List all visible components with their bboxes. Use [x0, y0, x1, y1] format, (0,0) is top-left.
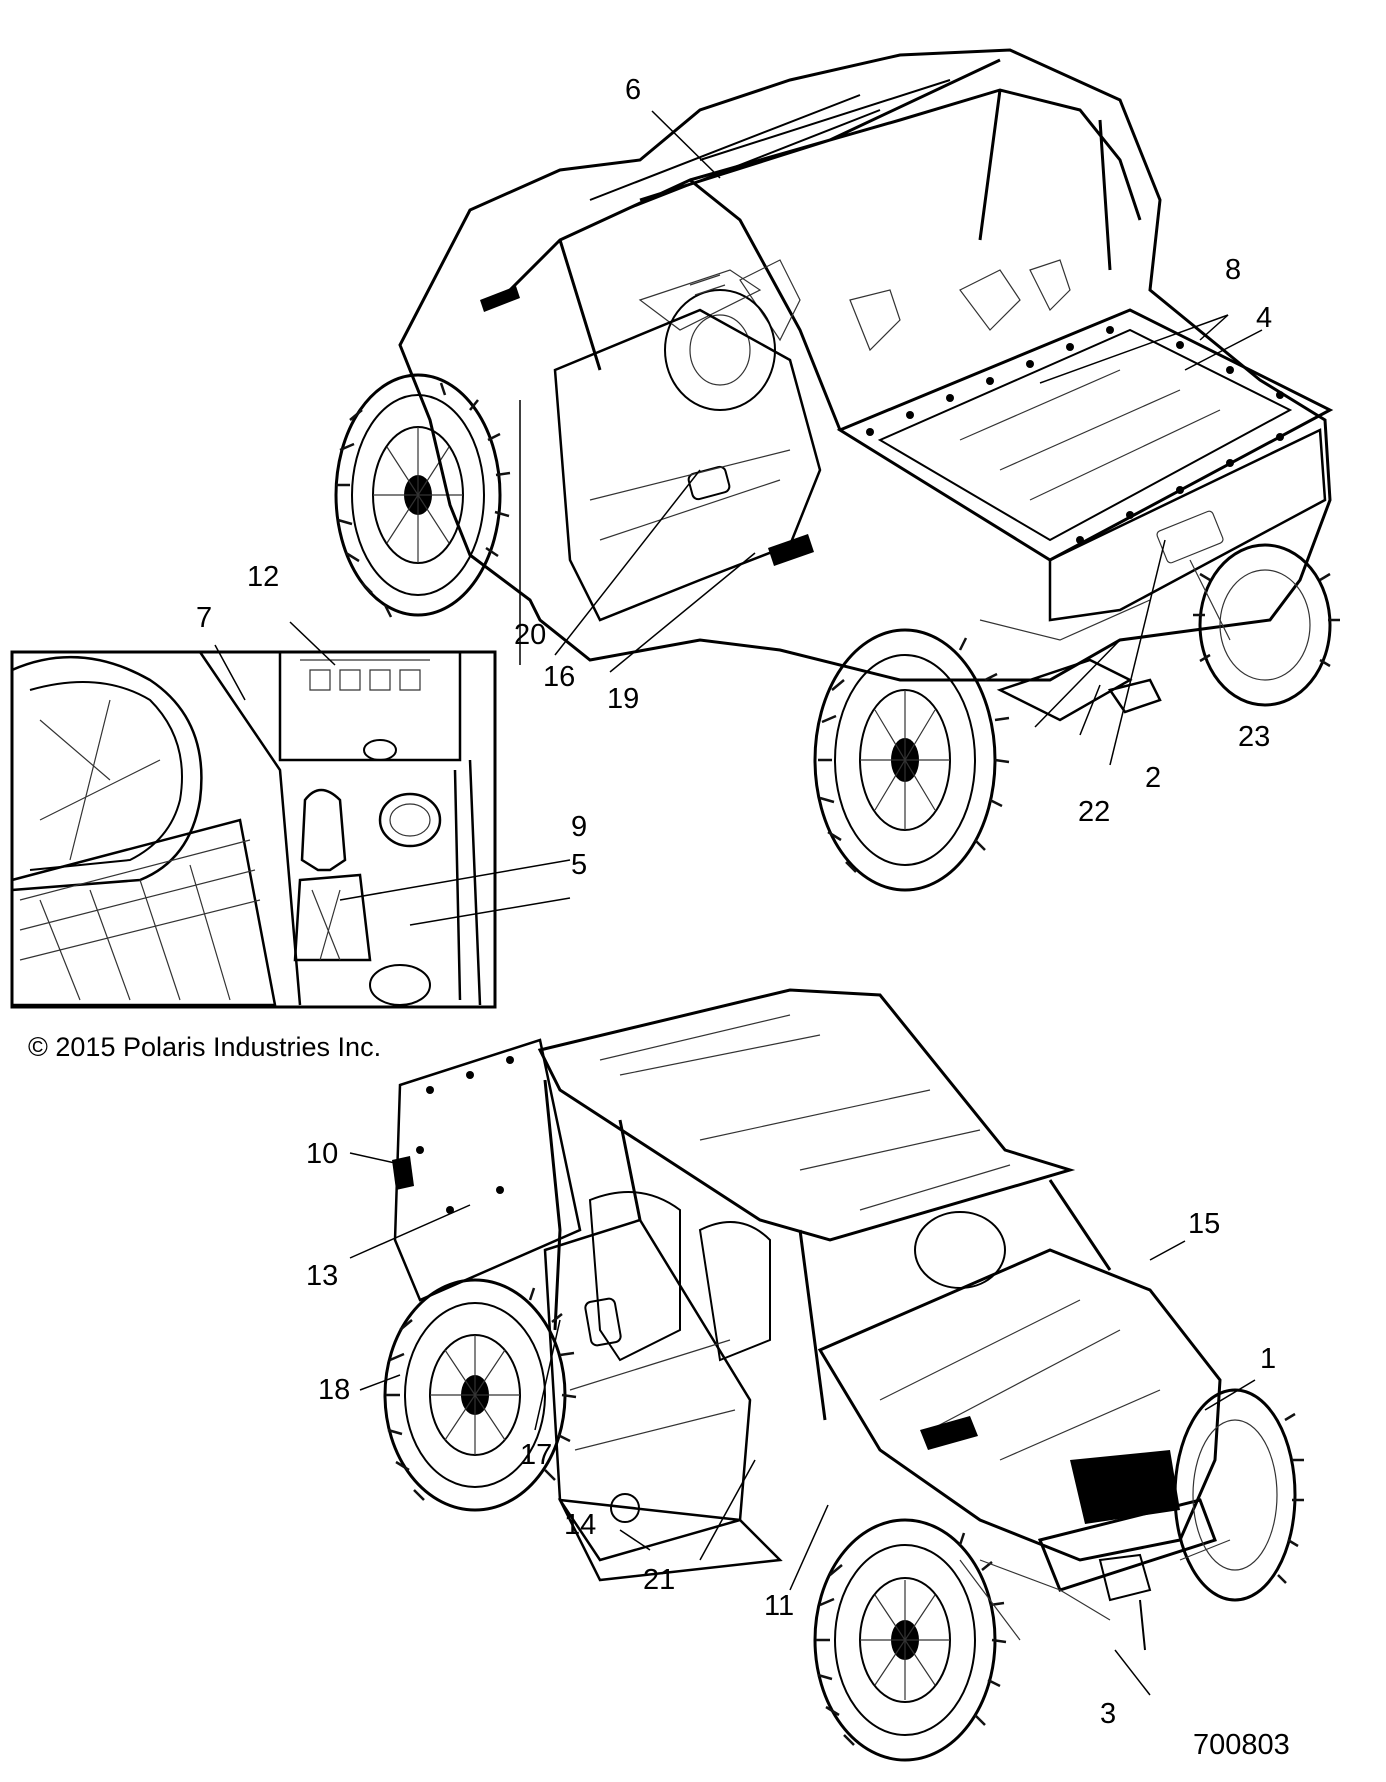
callout-3: 3: [1100, 1698, 1117, 1730]
callout-1: 1: [1260, 1343, 1277, 1375]
upper-far-wheel: [1193, 543, 1340, 707]
callout-8: 8: [1225, 254, 1242, 286]
upper-vehicle: [334, 48, 1340, 892]
lower-front-wheel: [813, 1518, 1007, 1762]
callout-11: 11: [764, 1590, 795, 1622]
copyright-notice: © 2015 Polaris Industries Inc.: [28, 1032, 382, 1062]
callout-18: 18: [318, 1374, 351, 1406]
upper-front-wheel: [334, 373, 511, 618]
interior-inset: [10, 650, 497, 1009]
callout-10: 10: [306, 1138, 339, 1170]
callout-16: 16: [543, 661, 576, 693]
callout-9: 9: [571, 811, 588, 843]
lower-far-wheel: [1173, 1388, 1304, 1602]
callout-22: 22: [1078, 796, 1111, 828]
callout-7: 7: [196, 602, 213, 634]
callout-6: 6: [625, 74, 642, 106]
callout-23: 23: [1238, 721, 1271, 753]
callout-15: 15: [1188, 1208, 1221, 1240]
callout-14: 14: [564, 1509, 597, 1541]
bed-rivets: [866, 326, 1284, 544]
figure-id: 700803: [1193, 1729, 1290, 1761]
callout-19: 19: [607, 683, 640, 715]
callout-17: 17: [520, 1439, 553, 1471]
callout-5: 5: [571, 849, 588, 881]
callout-12: 12: [247, 561, 280, 593]
callout-2: 2: [1145, 762, 1162, 794]
callout-20: 20: [514, 619, 547, 651]
callout-4: 4: [1256, 302, 1273, 334]
callout-21: 21: [643, 1564, 676, 1596]
callout-13: 13: [306, 1260, 339, 1292]
lower-rear-wheel: [383, 1278, 577, 1512]
lower-vehicle: [383, 988, 1304, 1762]
leader-lines: [214, 110, 1263, 1696]
upper-rear-wheel: [813, 628, 1010, 892]
